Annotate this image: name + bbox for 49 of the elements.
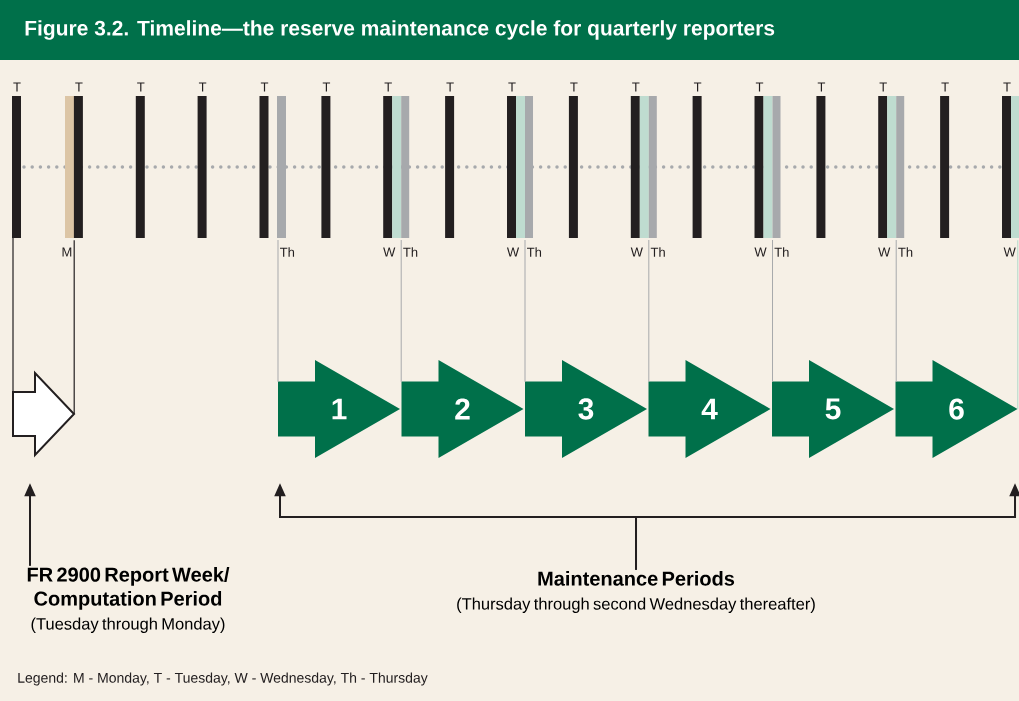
day-letter: T — [322, 82, 331, 92]
day-letter: W — [630, 247, 643, 257]
day-letter: Th — [280, 247, 295, 257]
day-letter: Th — [650, 247, 665, 257]
period-block: 1 — [278, 360, 400, 458]
day-letter: W — [878, 247, 891, 257]
guide-line — [400, 239, 402, 383]
day-letter: T — [693, 82, 702, 92]
day-letter: T — [632, 82, 640, 92]
day-letter: T — [1003, 82, 1011, 92]
day-letter: W — [754, 247, 767, 257]
guide-line — [73, 239, 75, 415]
day-letter: T — [570, 82, 578, 92]
period-label: FR 2900 Report Week/ Computation Period (Tuesday through Monday) — [27, 567, 230, 633]
day-letter: T — [508, 82, 516, 92]
day-letter: T — [817, 82, 826, 92]
day-letter: T — [137, 82, 145, 92]
period-label: Maintenance Periods (Thursday through second Wednesday thereafter) — [457, 571, 815, 613]
guide-line — [648, 239, 650, 383]
day-letter: T — [755, 82, 764, 92]
day-letter: W — [1003, 247, 1016, 257]
day-letter: T — [260, 82, 269, 92]
day-letter: T — [13, 82, 21, 92]
period-block: 2 — [401, 360, 524, 458]
day-letter: T — [941, 82, 949, 92]
title-bar: Figure 3.2. Timeline—the reserve maintenance cycle for quarterly reporters — [0, 0, 1019, 60]
day-letter: Th — [403, 247, 418, 257]
period-block — [12, 370, 76, 458]
period-block: 4 — [648, 360, 771, 458]
day-letter: T — [384, 82, 392, 92]
day-letter: T — [75, 82, 83, 92]
guide-line — [277, 239, 279, 383]
day-letter: T — [198, 82, 207, 92]
guide-line — [772, 239, 773, 383]
period-block: 6 — [895, 360, 1018, 458]
guide-line — [524, 239, 526, 383]
guide-line — [895, 239, 897, 383]
day-letter: T — [446, 82, 454, 92]
day-letter: T — [879, 82, 887, 92]
day-letter: W — [383, 247, 396, 257]
period-block: 5 — [772, 360, 894, 458]
day-letter: W — [506, 247, 520, 257]
day-letter: Th — [527, 247, 542, 257]
day-letter: Th — [774, 247, 789, 257]
period-block: 3 — [525, 360, 647, 458]
legend-text: Legend: M - Monday, T - Tuesday, W - Wednesday, Th - Thursday — [18, 672, 428, 686]
day-letter: Th — [898, 247, 913, 257]
guide-line — [1017, 239, 1019, 410]
day-letter: M — [62, 247, 72, 257]
